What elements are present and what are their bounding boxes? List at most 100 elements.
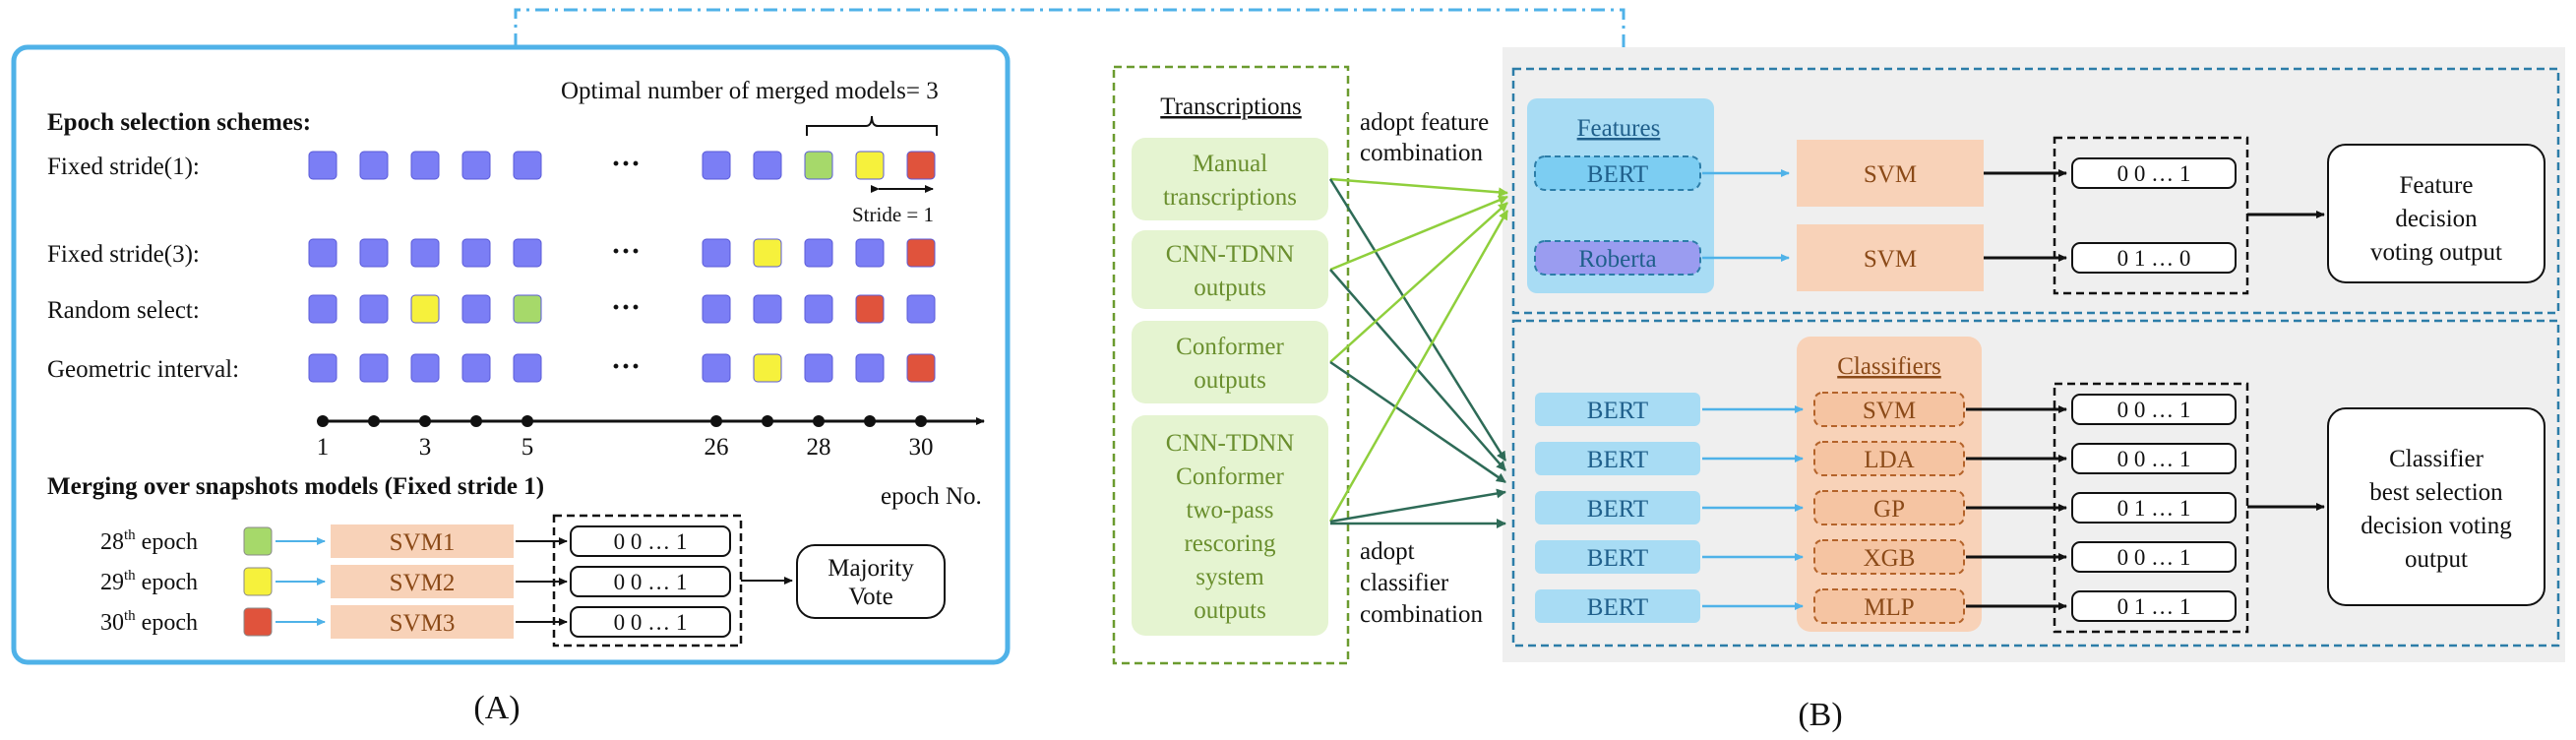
epoch-square: [308, 151, 337, 180]
svm-label: SVM1: [390, 529, 456, 556]
axis-dot: [419, 415, 431, 427]
epoch-label: 29th epoch: [100, 568, 198, 595]
bert-input-box: [1535, 540, 1700, 574]
epoch-square: [855, 151, 885, 180]
classifier-label: GP: [1873, 496, 1905, 523]
feature-combination-arrow: [1328, 210, 1509, 523]
epoch-square: [410, 238, 440, 268]
result-line: voting output: [2370, 239, 2502, 266]
bert-input-label: BERT: [1587, 545, 1648, 572]
result-line: best selection: [2369, 479, 2503, 506]
bert-input-label: BERT: [1587, 447, 1648, 473]
epoch-square: [702, 294, 731, 324]
merge-brace: [806, 115, 938, 136]
epoch-square: [906, 294, 936, 324]
epoch-square: [804, 353, 833, 383]
epoch-square: [513, 151, 542, 180]
epoch-square: [753, 353, 782, 383]
merge-title: Merging over snapshots models (Fixed str…: [47, 473, 544, 500]
epoch-label: 28th epoch: [100, 527, 198, 555]
classifier-combination-arrow: [1329, 360, 1506, 484]
svm-box: [1797, 224, 1984, 291]
epoch-square: [461, 151, 491, 180]
feature-label: Roberta: [1578, 246, 1656, 273]
epoch-square: [359, 238, 389, 268]
source-label: Conformer: [1176, 463, 1284, 490]
classifier-box: [1813, 490, 1965, 525]
source-boxes: ManualtranscriptionsCNN-TDNNoutputsConfo…: [1132, 138, 1328, 636]
epoch-square: [855, 294, 885, 324]
epoch-square: [804, 151, 833, 180]
schemes-title: Epoch selection schemes:: [47, 109, 311, 136]
feature-rows: BERT SVM 0 0 … 1 Roberta SVM 0 1 … 0: [1534, 140, 2237, 291]
output-vector: 0 1 … 1: [2117, 496, 2191, 521]
output-vector: 0 0 … 1: [2117, 161, 2191, 186]
classifier-label: XGB: [1864, 545, 1916, 572]
output-vector: 0 0 … 1: [614, 610, 688, 635]
epoch-square: [753, 294, 782, 324]
svm-label: SVM: [1864, 161, 1917, 188]
scheme-label: Fixed stride(1):: [47, 154, 200, 180]
optimal-merged-text: Optimal number of merged models= 3: [561, 78, 939, 104]
classifier-combination-arrow: [1329, 488, 1506, 524]
source-label: Manual: [1193, 151, 1267, 177]
epoch-square: [804, 294, 833, 324]
epoch-square: [702, 151, 731, 180]
output-vector: 0 0 … 1: [614, 529, 688, 554]
axis-dot: [470, 415, 482, 427]
output-vector-box: [2071, 394, 2237, 425]
epoch-square: [243, 526, 273, 556]
axis-label: epoch No.: [881, 483, 982, 510]
result-line: decision: [2395, 206, 2478, 232]
epoch-square: [308, 294, 337, 324]
axis-tick-label: 28: [807, 434, 831, 461]
result-line: Classifier: [2389, 446, 2484, 472]
axis-tick-label: 5: [521, 434, 534, 461]
source-label: outputs: [1194, 275, 1266, 301]
feature-combination-arrow: [1329, 202, 1508, 363]
panel-b-label: (B): [1798, 697, 1842, 733]
classifier-label: LDA: [1864, 447, 1914, 473]
scheme-label: Fixed stride(3):: [47, 241, 200, 268]
axis-dot: [864, 415, 876, 427]
svm-label: SVM2: [390, 570, 456, 596]
feature-box: [1534, 155, 1701, 191]
bert-input-box: [1535, 442, 1700, 475]
svm-box: [1797, 140, 1984, 207]
adopt-feature-line2: combination: [1360, 140, 1483, 166]
epoch-square: [702, 353, 731, 383]
output-vector-box: [570, 525, 731, 557]
axis-dot: [368, 415, 380, 427]
axis-dot: [521, 415, 533, 427]
epoch-square: [804, 238, 833, 268]
merge-output-dashed-box: [552, 514, 743, 648]
bert-input-label: BERT: [1587, 496, 1648, 523]
epoch-square: [513, 294, 542, 324]
axis-dots: [317, 415, 927, 427]
output-vector-box: [2071, 443, 2237, 474]
output-vector-box: [2071, 242, 2237, 274]
adopt-classifier-line1: adopt: [1360, 538, 1415, 565]
svm-label: SVM: [1864, 246, 1917, 273]
feature-combination-arrow: [1329, 195, 1508, 272]
transcriptions-title: Transcriptions: [1160, 93, 1302, 120]
classifiers-group: [1797, 337, 1982, 632]
source-label: outputs: [1194, 367, 1266, 394]
bert-input-label: BERT: [1587, 594, 1648, 621]
adopt-classifier-line3: combination: [1360, 601, 1483, 628]
epoch-square: [702, 238, 731, 268]
feature-label: BERT: [1587, 161, 1648, 188]
output-vector: 0 1 … 0: [2117, 246, 2191, 271]
epoch-square: [461, 238, 491, 268]
classifier-combination-arrow: [1328, 178, 1507, 462]
epoch-square: [461, 294, 491, 324]
source-label: CNN-TDNN: [1166, 241, 1295, 268]
result-line: output: [2405, 546, 2468, 573]
output-vector: 0 0 … 1: [2117, 545, 2191, 570]
adopt-classifier-line2: classifier: [1360, 570, 1449, 596]
bert-input-box: [1535, 491, 1700, 524]
axis-dot: [813, 415, 825, 427]
classifier-box: [1813, 392, 1965, 427]
